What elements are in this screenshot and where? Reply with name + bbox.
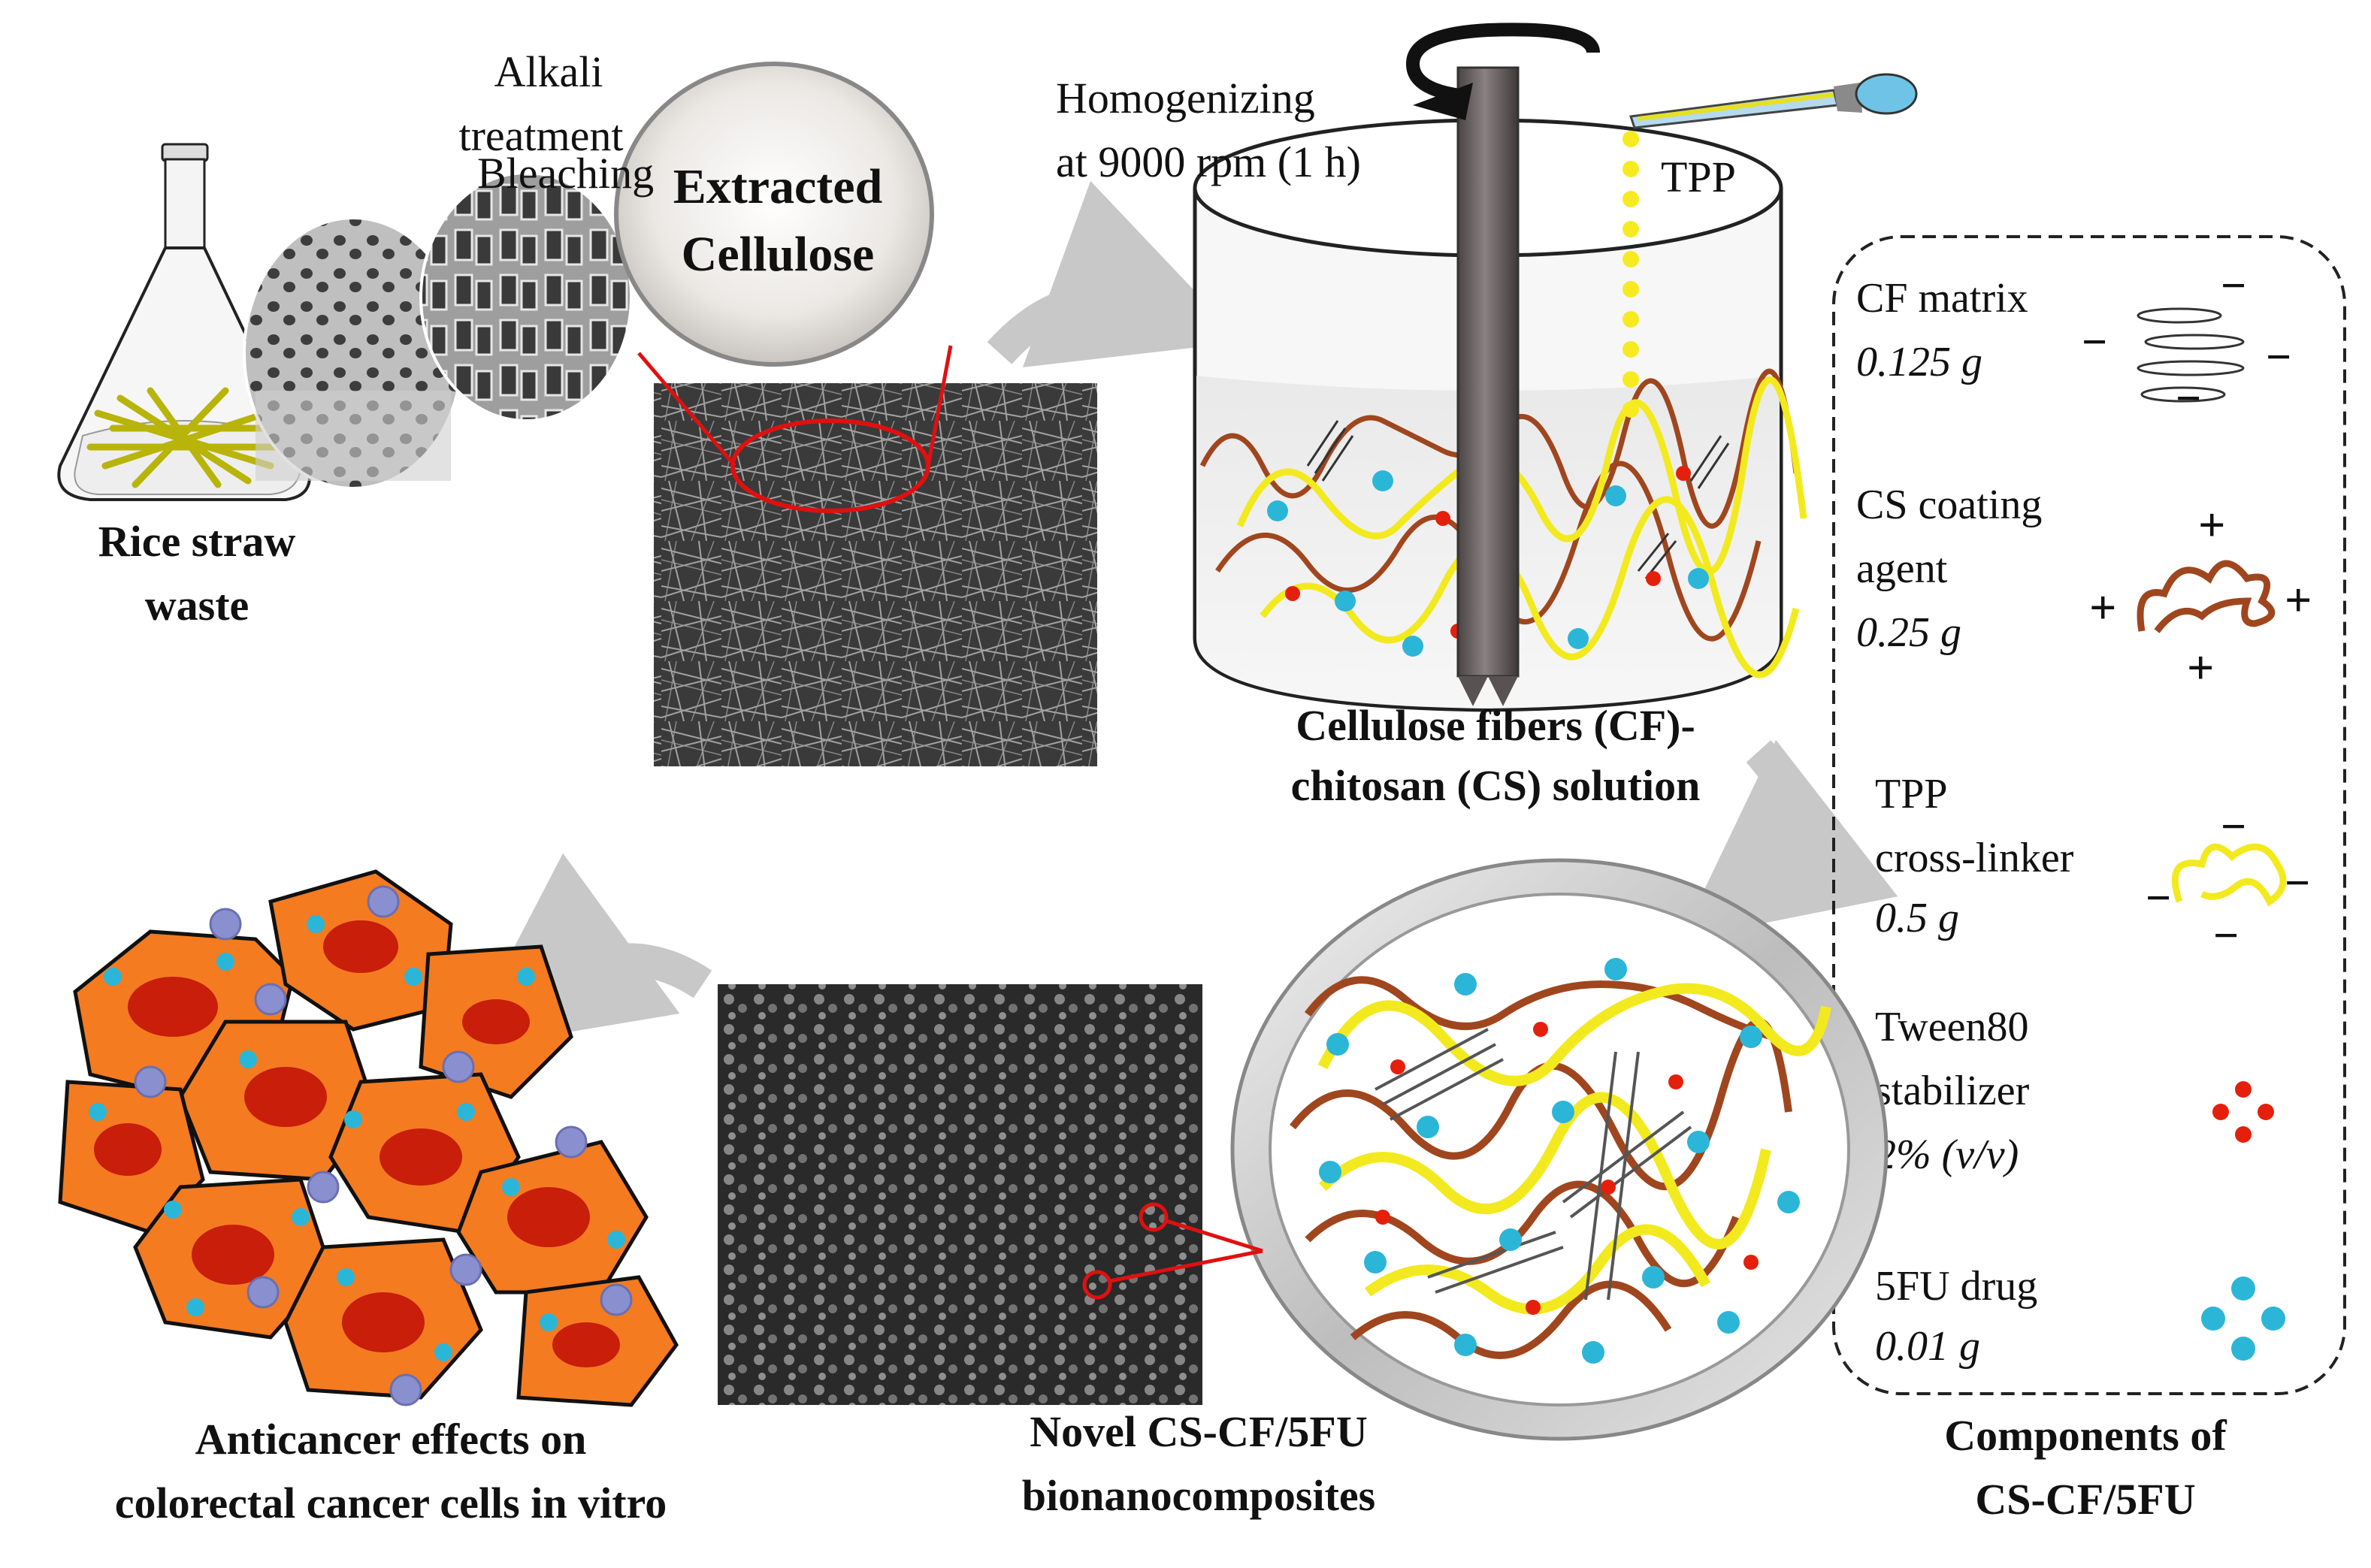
components-title-line1: Components of (1944, 1411, 2227, 1460)
drug-label: 5FU drug (1875, 1263, 2037, 1310)
alkali-label-line2: treatment (458, 111, 623, 160)
composite-mixture (1290, 958, 1831, 1364)
components-panel (1832, 235, 2346, 1395)
curved-arrow-icon-3 (461, 853, 712, 1050)
composite-particles-on-cells (134, 885, 633, 1406)
curved-arrow-icon-2 (1680, 739, 1898, 941)
tween-label-line2: stabilizer (1875, 1068, 2030, 1114)
cellulose-fibers-sem-image (637, 345, 1097, 766)
cf-charge-1: − (2221, 261, 2246, 310)
cf-matrix-amount: 0.125 g (1856, 339, 1982, 385)
petri-dish-icon (1230, 858, 1889, 1441)
cf-matrix-icon (2137, 307, 2245, 403)
tween-dots-icon (2212, 1081, 2274, 1143)
tpp-comp-amount: 0.5 g (1875, 895, 1959, 941)
cs-charge-4: + (2187, 641, 2214, 694)
cells-label-line1: Anticancer effects on (195, 1415, 587, 1464)
drug-particles-on-cells (89, 915, 625, 1361)
tpp-comp-label-line2: cross-linker (1875, 835, 2074, 881)
homogenizer-rod (1456, 66, 1520, 706)
solution-label-line1: Cellulose fibers (CF)- (1296, 701, 1695, 750)
dropper-icon (1629, 73, 1918, 129)
alkali-sem-image (419, 171, 633, 422)
tpp-charge-4: − (2213, 911, 2239, 960)
rice-straw-label-line1: Rice straw (98, 517, 296, 566)
components-title-line2: CS-CF/5FU (1975, 1475, 2195, 1524)
cs-amount: 0.25 g (1856, 609, 1961, 656)
solution-label-line2: chitosan (CS) solution (1291, 761, 1701, 810)
flask-icon (57, 143, 311, 501)
homogenizing-label-line1: Homogenizing (1056, 74, 1315, 122)
cf-charge-2: − (2082, 317, 2107, 367)
rotation-arrow-icon (1405, 23, 1600, 103)
tpp-chain-icon (2171, 843, 2287, 907)
tpp-charge-3: − (2285, 858, 2310, 908)
cf-matrix-label: CF matrix (1856, 275, 2028, 322)
cellulose-label-line1: Extracted (673, 159, 883, 214)
alkali-label-line1: Alkali (494, 47, 603, 96)
cs-charge-1: + (2198, 498, 2225, 551)
rice-straw-bundle (86, 387, 289, 488)
cs-charge-2: + (2089, 581, 2116, 634)
nanoparticle-sem-image (718, 984, 1263, 1405)
bleaching-sem-image (243, 216, 464, 490)
cs-label-line2: agent (1856, 545, 1948, 592)
tpp-drops (1623, 131, 1639, 418)
tween-label-line1: Tween80 (1875, 1004, 2028, 1050)
cells-label-line2: colorectal cancer cells in vitro (115, 1479, 667, 1527)
cell-nuclei (94, 920, 620, 1367)
homogenizing-label-line2: at 9000 rpm (1 h) (1056, 137, 1361, 186)
cf-charge-3: − (2266, 332, 2291, 382)
tpp-charge-2: − (2146, 873, 2171, 923)
cs-label-line1: CS coating (1856, 482, 2042, 528)
bleaching-label: Bleaching (477, 149, 654, 198)
tpp-charge-1: − (2221, 802, 2246, 851)
rotation-arrowhead (1413, 83, 1473, 120)
drug-dots-icon (2201, 1276, 2285, 1361)
rice-straw-label-line2: waste (145, 581, 249, 630)
tpp-label: TPP (1661, 153, 1736, 201)
tpp-comp-label-line1: TPP (1875, 771, 1948, 817)
curved-arrow-icon (987, 180, 1244, 368)
composite-label-line2: bionanocomposites (1022, 1471, 1376, 1520)
cf-charge-4: − (2176, 373, 2201, 423)
composite-label-line1: Novel CS-CF/5FU (1030, 1407, 1367, 1456)
drug-amount: 0.01 g (1875, 1323, 1980, 1370)
cellulose-label-line2: Cellulose (682, 227, 875, 282)
extracted-cellulose-image (614, 62, 934, 367)
tween-amount: 2% (v/v) (1875, 1131, 2019, 1178)
cs-chain-icon (2137, 560, 2276, 633)
cs-charge-3: + (2285, 573, 2312, 627)
